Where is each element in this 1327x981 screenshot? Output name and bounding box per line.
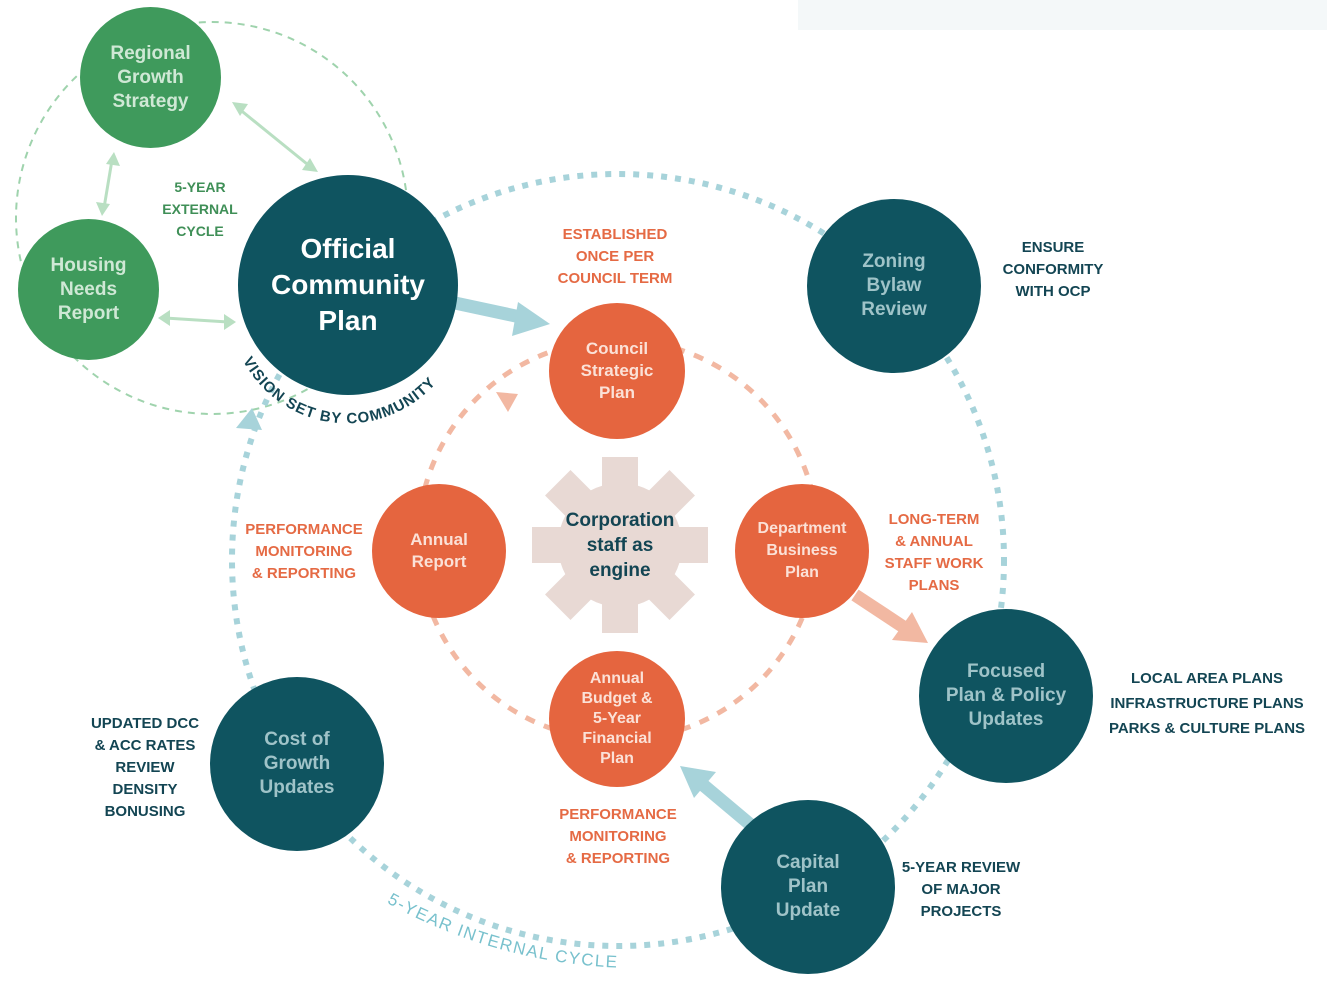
capital-to-budget-arrow — [680, 766, 757, 831]
engine-label: Corporation staff as engine — [565, 509, 675, 581]
ocp-node: Official Community Plan — [238, 175, 458, 395]
gear-icon — [532, 457, 708, 633]
internal-cycle-ring — [229, 171, 1007, 949]
council-plan-node: Council Strategic Plan — [549, 303, 685, 439]
established-label: ESTABLISHED ONCE PER COUNCIL TERM — [557, 226, 673, 287]
perf-bottom-label: PERFORMANCE MONITORING & REPORTING — [559, 806, 677, 867]
dept-to-focused-arrow — [851, 589, 928, 643]
dcc-label: UPDATED DCC & ACC RATES REVIEW DENSITY B… — [90, 715, 200, 820]
cost-growth-node: Cost of Growth Updates — [210, 677, 384, 851]
capital-node: Capital Plan Update — [721, 800, 895, 974]
housing-needs-node: Housing Needs Report — [18, 219, 159, 360]
internal-cycle-label: 5-YEAR INTERNAL CYCLE — [385, 889, 619, 971]
long-term-label: LONG-TERM & ANNUAL STAFF WORK PLANS — [884, 511, 984, 594]
corner-panel — [798, 0, 1327, 30]
zoning-node: Zoning Bylaw Review — [807, 199, 981, 373]
regional-growth-node: Regional Growth Strategy — [80, 7, 221, 148]
ocp-to-council-arrow — [453, 296, 550, 336]
perf-left-label: PERFORMANCE MONITORING & REPORTING — [245, 521, 363, 582]
budget-node: Annual Budget & 5-Year Financial Plan — [549, 651, 685, 787]
dept-plan-node: Department Business Plan — [735, 484, 869, 618]
external-cycle-label: 5-YEAR EXTERNAL CYCLE — [162, 179, 238, 239]
five-year-review-label: 5-YEAR REVIEW OF MAJOR PROJECTS — [901, 859, 1021, 920]
local-area-label: LOCAL AREA PLANS INFRASTRUCTURE PLANS PA… — [1108, 670, 1306, 737]
annual-report-node: Annual Report — [372, 484, 506, 618]
ensure-label: ENSURE CONFORMITY WITH OCP — [1002, 239, 1104, 300]
focused-node: Focused Plan & Policy Updates — [919, 609, 1093, 783]
external-arrows — [102, 106, 313, 324]
